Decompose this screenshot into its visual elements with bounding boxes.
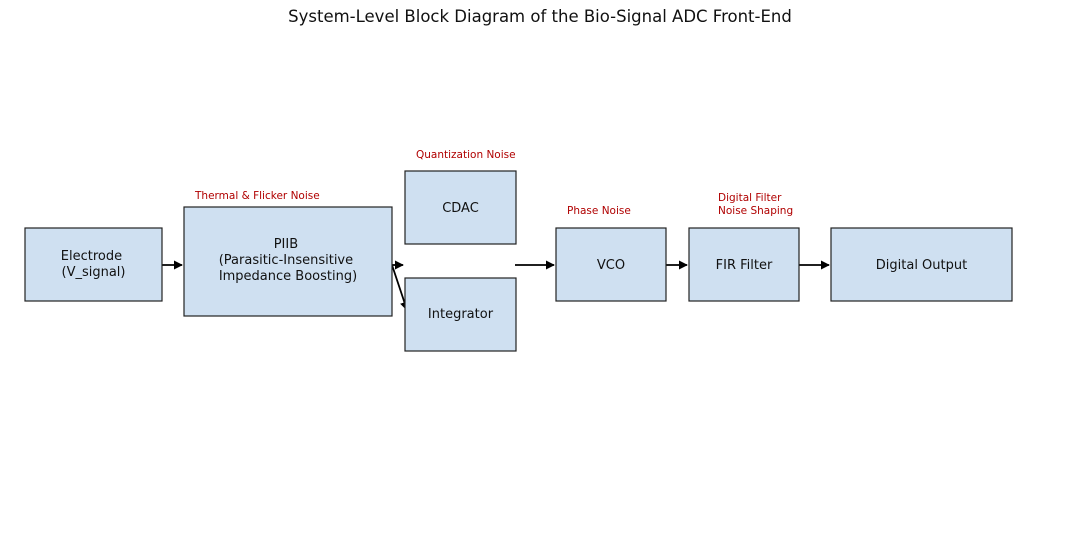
noise-label-line: Noise Shaping	[718, 205, 793, 217]
integrator-block: Integrator	[404, 277, 517, 352]
fir-filter-box	[688, 227, 800, 302]
phase-noise-label: Phase Noise	[567, 205, 631, 217]
vco-block: VCO	[555, 227, 667, 302]
piib-label: PIIB (Parasitic-Insensitive Impedance Bo…	[219, 237, 358, 284]
vco-box	[555, 227, 667, 302]
noise-label-line: Quantization Noise	[416, 149, 516, 161]
electrode-label-line: Electrode	[61, 249, 122, 264]
electrode-box	[24, 227, 163, 302]
piib-label-line: (Parasitic-Insensitive	[219, 253, 353, 268]
piib-label-line: PIIB	[274, 237, 298, 252]
digital-output-label-line: Digital Output	[876, 258, 967, 273]
digital-output-box	[830, 227, 1013, 302]
piib-label-line: Impedance Boosting)	[219, 269, 357, 284]
fir-filter-label-line: FIR Filter	[716, 258, 773, 273]
fir-filter-label: FIR Filter	[716, 258, 773, 273]
cdac-label: CDAC	[442, 201, 479, 216]
noise-label-line: Phase Noise	[567, 205, 631, 217]
vco-label: VCO	[597, 258, 625, 273]
cdac-label-line: CDAC	[442, 201, 479, 216]
cdac-block: CDAC	[404, 170, 517, 245]
digital-output-block: Digital Output	[830, 227, 1013, 302]
noise-label-line: Thermal & Flicker Noise	[194, 190, 320, 202]
vco-label-line: VCO	[597, 258, 625, 273]
noise-label-line: Digital Filter	[718, 192, 782, 204]
digital-output-label: Digital Output	[876, 258, 967, 273]
electrode-label-line: (V_signal)	[62, 265, 126, 280]
electrode-label: Electrode (V_signal)	[61, 249, 126, 280]
integrator-label: Integrator	[428, 307, 494, 322]
piib-block: PIIB (Parasitic-Insensitive Impedance Bo…	[183, 206, 393, 317]
diagram-title: System-Level Block Diagram of the Bio-Si…	[288, 7, 792, 26]
integrator-box	[404, 277, 517, 352]
integrator-label-line: Integrator	[428, 307, 494, 322]
piib-box	[183, 206, 393, 317]
electrode-block: Electrode (V_signal)	[24, 227, 163, 302]
cdac-box	[404, 170, 517, 245]
fir-filter-block: FIR Filter	[688, 227, 800, 302]
digital-filter-noise-shaping-label: Digital Filter Noise Shaping	[718, 192, 793, 217]
thermal-flicker-noise-label: Thermal & Flicker Noise	[194, 190, 320, 202]
quantization-noise-label: Quantization Noise	[416, 149, 516, 161]
